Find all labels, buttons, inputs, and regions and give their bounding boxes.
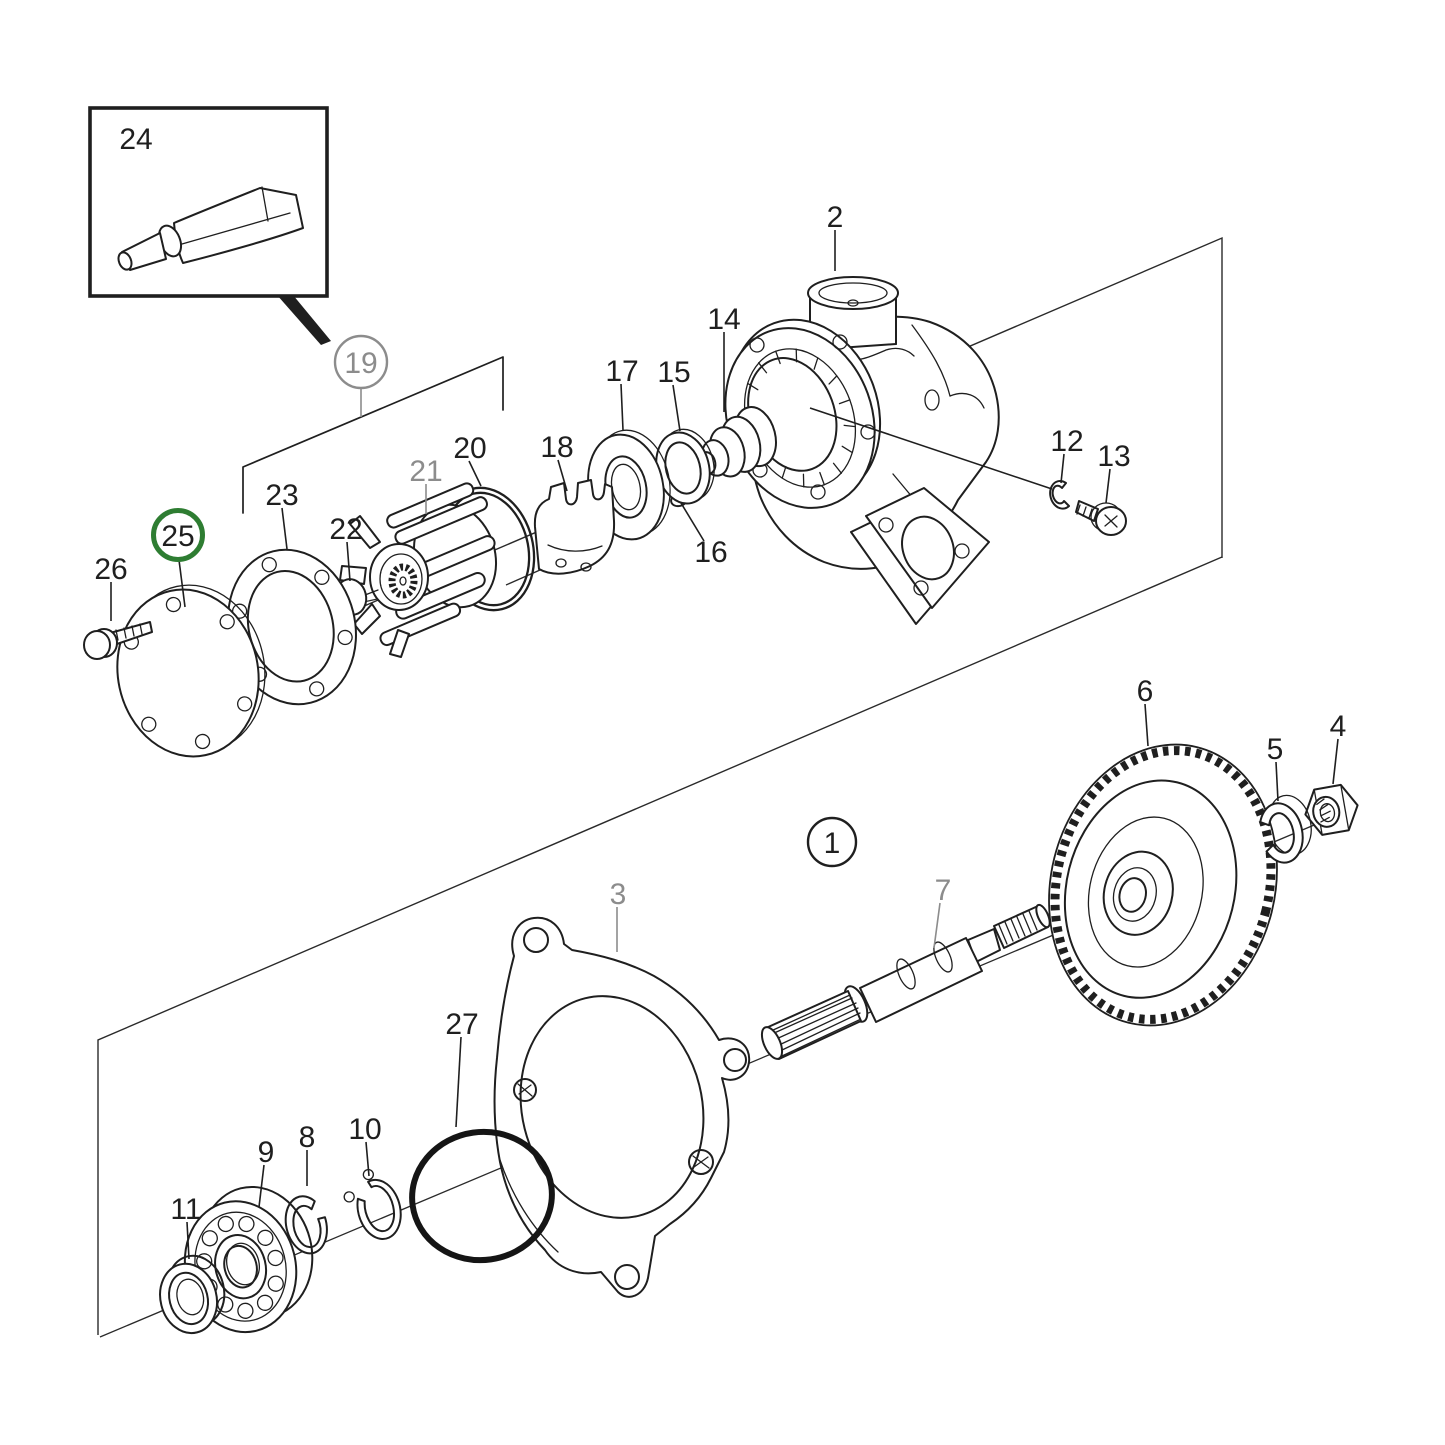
bearing-housing-drawing — [493, 916, 751, 1298]
callout-7: 7 — [935, 874, 952, 907]
box-pointer — [277, 295, 331, 345]
circlip-outer-drawing — [343, 1168, 402, 1240]
kit-bracket-19 — [242, 334, 504, 514]
callout-leaders — [110, 230, 1339, 1260]
callout-1: 1 — [824, 827, 841, 860]
sealant-box — [88, 106, 331, 345]
callout-8: 8 — [299, 1121, 316, 1154]
callout-21: 21 — [409, 455, 442, 488]
callout-13: 13 — [1097, 440, 1130, 473]
callout-circle-25 — [151, 508, 205, 562]
callout-9: 9 — [258, 1136, 275, 1169]
callout-12: 12 — [1050, 425, 1083, 458]
sealant-tube-drawing — [117, 186, 304, 271]
drive-gear-drawing — [1048, 743, 1278, 1027]
impeller-drawing — [339, 482, 498, 658]
callout-18: 18 — [540, 431, 573, 464]
callout-16: 16 — [694, 536, 727, 569]
callout-labels: 24 19 25 26 23 22 21 20 18 17 15 16 14 2… — [94, 123, 1346, 1226]
callout-14: 14 — [707, 303, 740, 336]
callout-22: 22 — [329, 513, 362, 546]
pump-shaft-drawing — [760, 903, 1051, 1060]
callout-10: 10 — [348, 1113, 381, 1146]
callout-19: 19 — [344, 347, 377, 380]
pump-housing-drawing — [724, 276, 1000, 625]
callout-17: 17 — [605, 355, 638, 388]
callout-2: 2 — [827, 201, 844, 234]
spline-hatching — [770, 994, 861, 1057]
callout-27: 27 — [445, 1008, 478, 1041]
callout-3: 3 — [610, 878, 627, 911]
cam-drawing — [533, 479, 616, 575]
callout-5: 5 — [1267, 733, 1284, 766]
gasket-drawing — [227, 548, 357, 706]
flange-screw-set-drawing — [1049, 480, 1127, 536]
callout-20: 20 — [453, 432, 486, 465]
callout-26: 26 — [94, 553, 127, 586]
callout-11: 11 — [170, 1193, 201, 1226]
cover-screw-drawing — [83, 621, 153, 660]
callout-23: 23 — [265, 479, 298, 512]
callout-4: 4 — [1330, 710, 1347, 743]
large-o-ring-drawing — [409, 1128, 555, 1264]
callout-24: 24 — [119, 123, 152, 156]
callout-6: 6 — [1137, 675, 1154, 708]
shaft-nut-drawing — [1304, 783, 1359, 836]
callout-circle-1 — [806, 816, 858, 868]
seal-ring-drawing — [159, 1254, 226, 1335]
callout-15: 15 — [657, 356, 690, 389]
callout-25: 25 — [161, 520, 194, 553]
